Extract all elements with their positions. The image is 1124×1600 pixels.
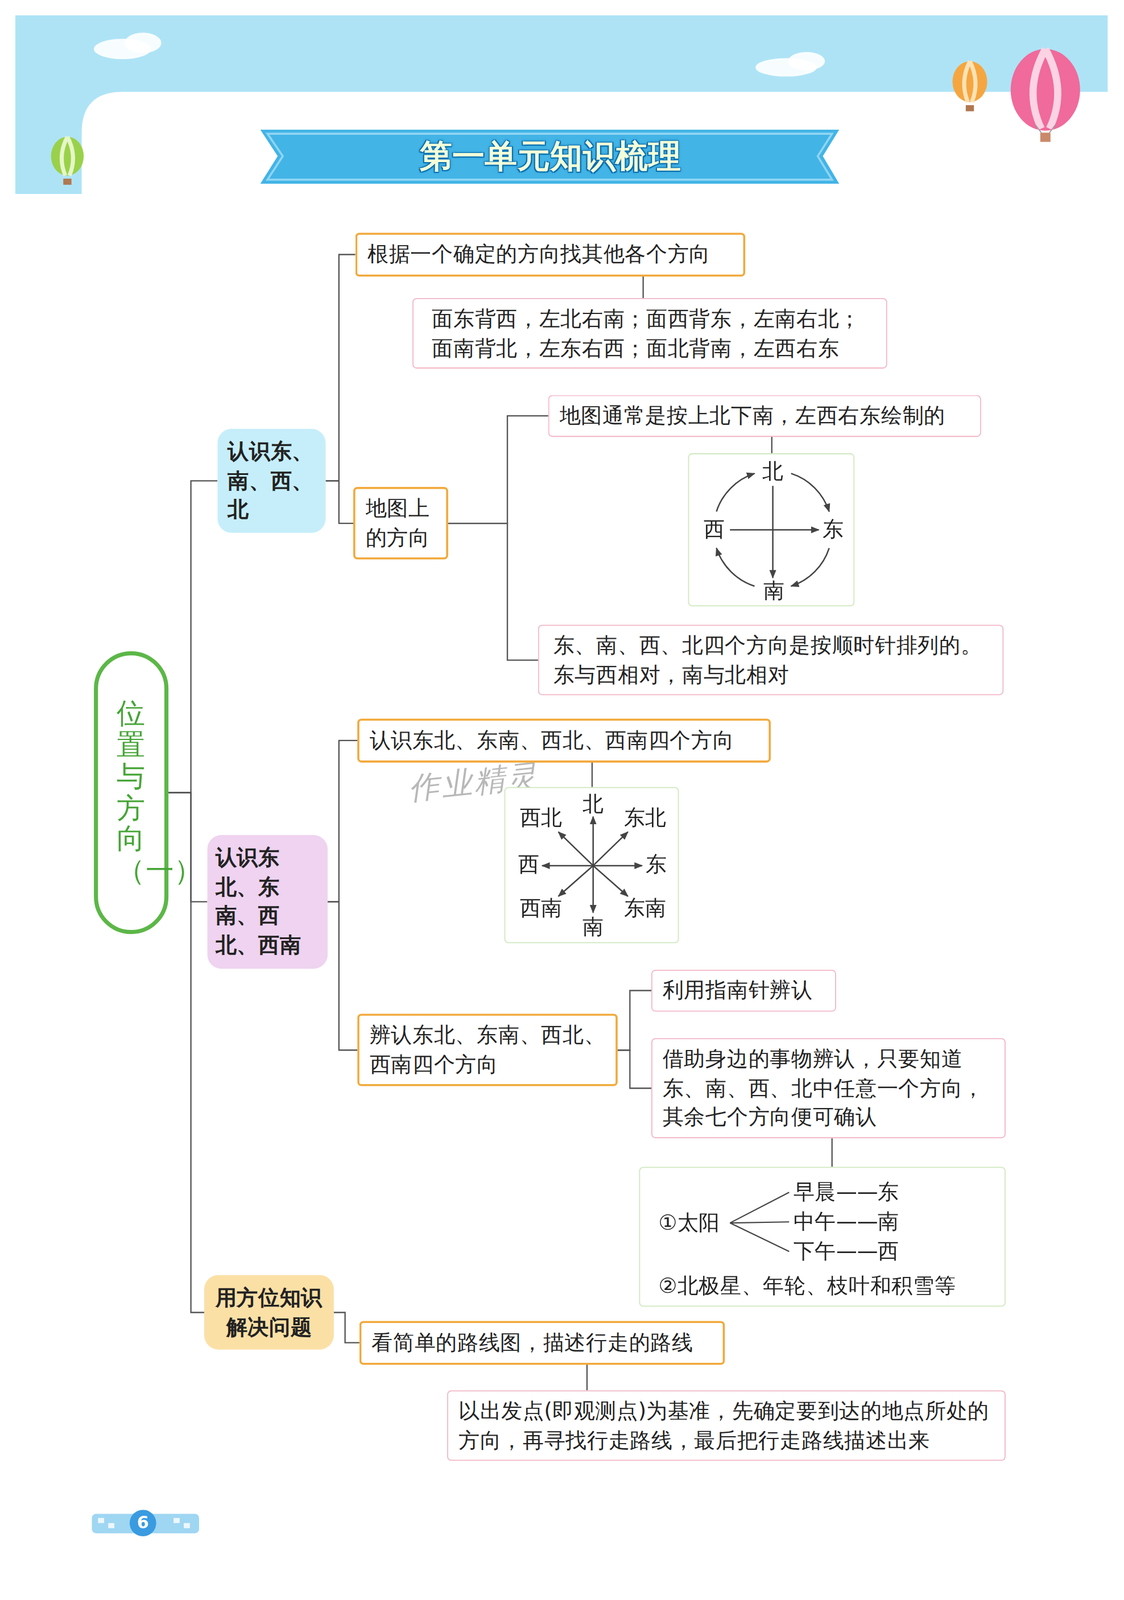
compass-box: 西北北东北西 东西南南东南 [504,787,680,944]
arrow-line [716,548,755,587]
node-text: 看简单的路线图，描述行走的路线 [371,1328,713,1358]
page-number-bar [92,1509,200,1537]
arrow-line [558,832,594,866]
direction-label: 位置与方向（一） [116,698,146,888]
direction-label: 西 [703,517,726,543]
arrow-line [593,832,628,866]
note-box: ①太阳 早晨——东中午——南下午——西 ②北极星、年轮、枝叶和积雪等 [639,1166,1006,1307]
note-box: 面东背西，左北右南；面西背东，左南右北；面南背北，左东右西；面北背南，左西右东 [412,298,888,370]
connector-line [617,1050,652,1089]
node-text: 辨认东北、东南、西北、西南四个方向 [369,1021,606,1080]
direction-label: 东 [645,852,668,878]
node-text: 用方位知识解决问题 [214,1283,324,1342]
connector-line [168,792,205,1313]
node-text: 地图上的方向 [365,494,437,553]
arrow-line [592,816,594,866]
arrow-line [593,865,628,897]
note-box: 东、南、西、北四个方向是按顺时针排列的。东与西相对，南与北相对 [538,624,1004,696]
branch-topic: 认识东、南、西、北 [217,428,326,533]
node-text: 以出发点(即观测点)为基准，先确定要到达的地点所处的方向，再寻找行走路线，最后把… [458,1396,995,1456]
node-text: 借助身边的事物辨认，只要知道东、南、西、北中任意一个方向，其余七个方向便可确认 [662,1044,995,1132]
arrow-line [791,548,830,587]
direction-label: 南 [763,578,785,604]
topic-box: 地图上的方向 [353,486,449,560]
branch-topic: 认识东北、东南、西北、西南 [207,835,328,969]
node-text: 根据一个确定的方向找其他各个方向 [367,240,734,270]
node-text: 认识东北、东南、西北、西南 [215,843,320,961]
connector-line [591,762,593,788]
direction-label: 早晨——东 [793,1179,900,1205]
direction-label: 北 [582,791,605,817]
connector-line [617,990,652,1051]
direction-label: 北 [762,459,784,485]
arrow-line [542,865,594,867]
arrow-line [729,1192,789,1252]
balloon [952,61,987,112]
direction-label: ②北极星、年轮、枝叶和积雪等 [658,1273,957,1299]
balloon [1010,48,1081,142]
topic-box: 根据一个确定的方向找其他各个方向 [355,232,746,277]
note-box: 地图通常是按上北下南，左西右东绘制的 [548,395,982,437]
connector-line [168,480,218,793]
topic-box: 看简单的路线图，描述行走的路线 [359,1320,726,1365]
page-number: 6 [135,1511,151,1533]
arrow-line [558,865,594,897]
direction-label: 东南 [624,895,667,921]
node-text: 面东背西，左北右南；面西背东，左南右北；面南背北，左东右西；面北背南，左西右东 [431,304,868,363]
connector-line [325,254,356,482]
connector-line [333,1312,360,1343]
direction-label: ①太阳 [658,1210,721,1236]
note-box: 借助身边的事物辨认，只要知道东、南、西、北中任意一个方向，其余七个方向便可确认 [651,1038,1006,1139]
topic-box: 认识东北、东南、西北、西南四个方向 [357,718,771,763]
note-box: 利用指南针辨认 [651,969,837,1012]
connector-line [642,276,644,299]
connector-line [168,792,208,903]
direction-label: 西 [518,852,540,878]
connector-line [327,901,358,1051]
arrow-line [771,485,774,578]
sky-banner [15,15,1108,194]
topic-box: 辨认东北、东南、西北、西南四个方向 [357,1013,618,1087]
arrow-line [716,473,755,512]
connector-line [448,415,549,524]
direction-label: 东 [822,517,845,543]
connector-line [831,1138,833,1167]
compass-box: 北西 东南 [688,453,855,607]
arrow-line [729,529,819,531]
cloud [788,52,826,71]
title-text: 第一单元知识梳理 [277,129,823,184]
arrow-line [592,865,594,913]
node-text: 认识东、南、西、北 [227,436,316,525]
connector-line [586,1364,588,1391]
direction-label: 下午——西 [793,1238,900,1264]
direction-label: 西北 [519,805,563,831]
node-text: 东、南、西、北四个方向是按顺时针排列的。东与西相对，南与北相对 [553,630,989,690]
arrow-line [791,473,830,512]
note-box: 以出发点(即观测点)为基准，先确定要到达的地点所处的方向，再寻找行走路线，最后把… [447,1390,1006,1462]
node-text: 认识东北、东南、西北、西南四个方向 [369,725,759,755]
connector-line [448,523,539,660]
node-text: 地图通常是按上北下南，左西右东绘制的 [559,401,970,431]
title-ribbon [260,129,840,184]
direction-label: 东北 [624,805,667,831]
cloud [124,32,162,53]
direction-label: 西南 [519,895,563,921]
arrow-line [593,865,643,867]
direction-label: 中午——南 [793,1209,900,1235]
node-text: 利用指南针辨认 [662,976,825,1006]
branch-topic: 用方位知识解决问题 [204,1275,334,1351]
connector-line [771,436,773,454]
connector-line [327,740,358,903]
direction-label: 南 [582,914,605,940]
balloon [51,136,84,185]
connector-line [325,480,354,524]
root-topic: 位置与方向（一） [93,651,169,935]
